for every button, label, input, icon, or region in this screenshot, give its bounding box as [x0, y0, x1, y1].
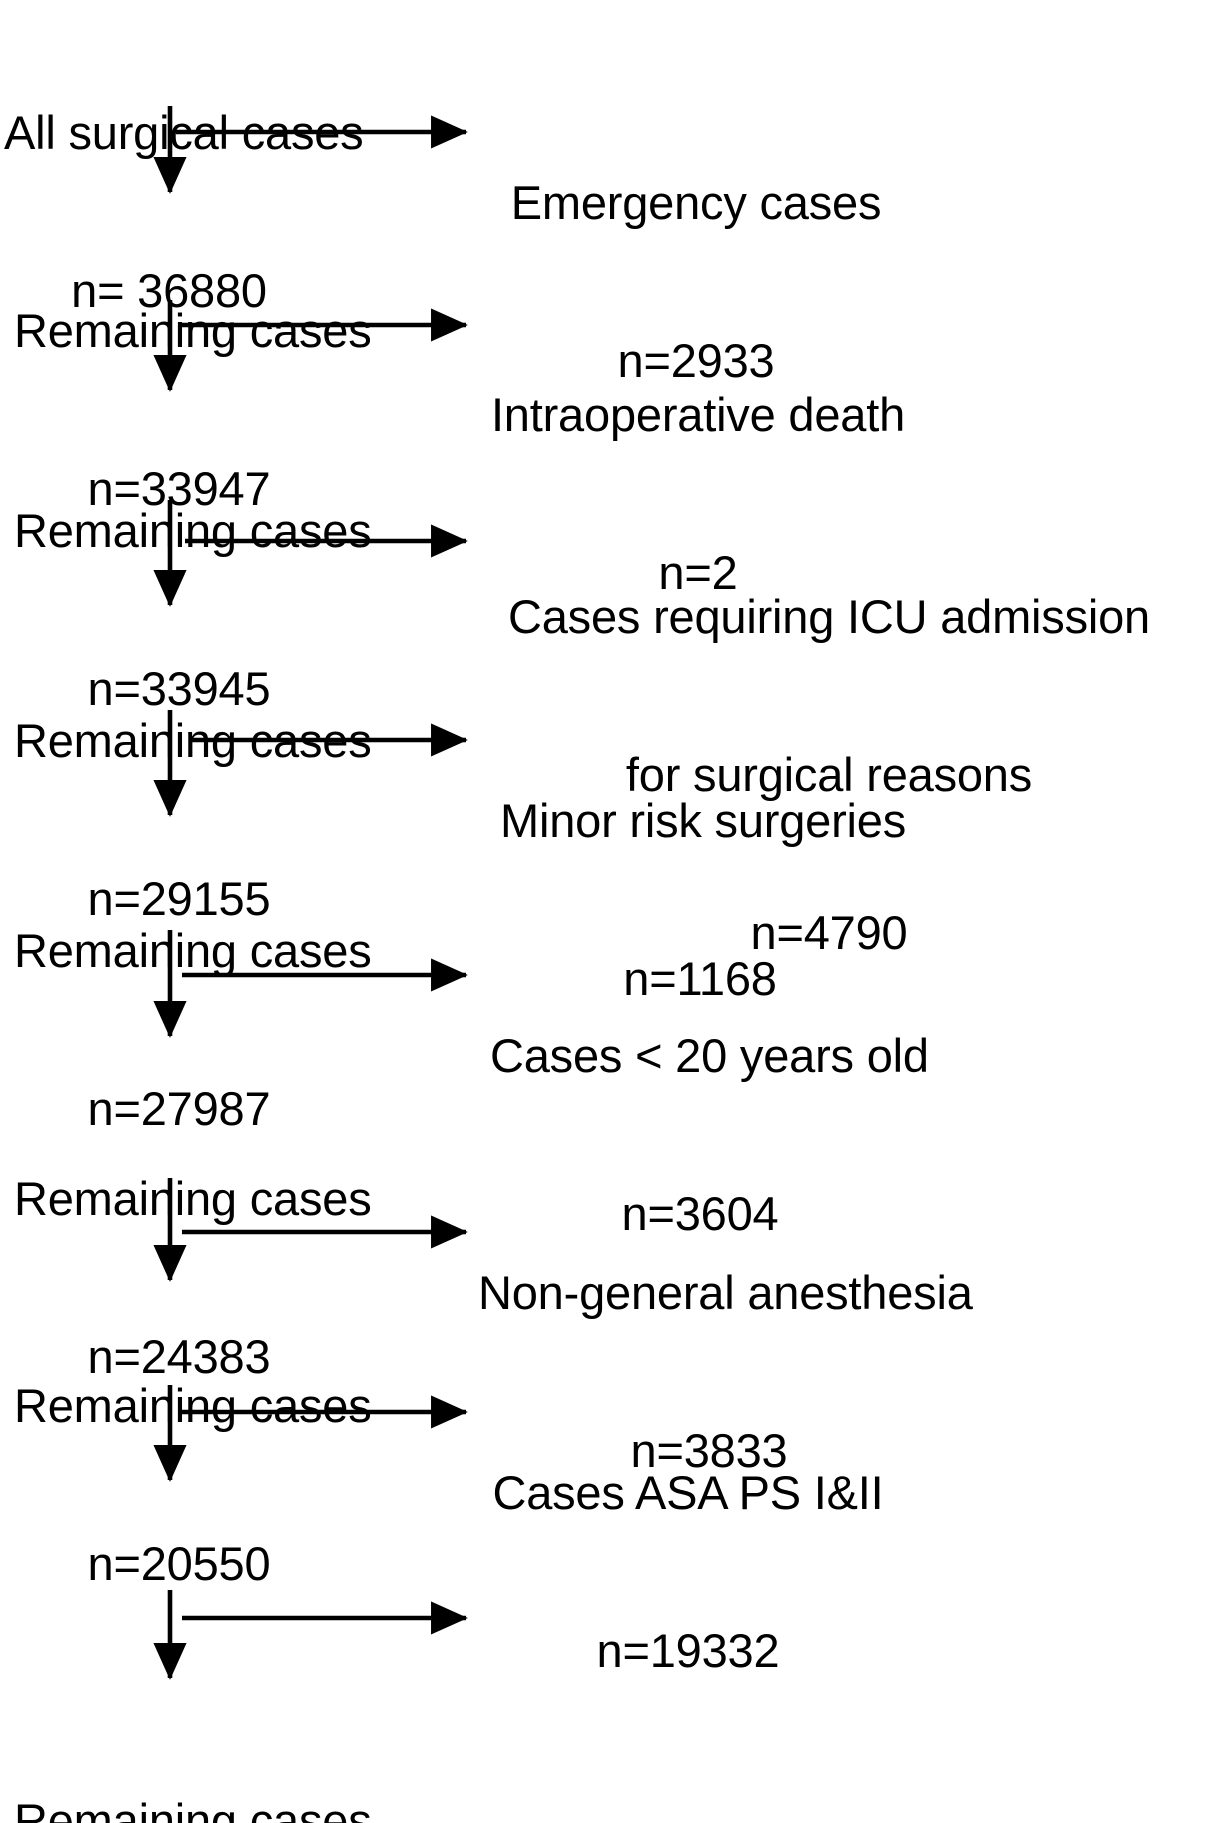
node-count: n= 36880	[71, 264, 267, 318]
exclusion-label: Cases < 20 years old	[490, 1029, 929, 1083]
exclusion-label: Non-general anesthesia	[478, 1266, 973, 1320]
exclusion-count: n=2	[658, 546, 738, 600]
node-remaining-24383: Remaining cases n=24383	[14, 1068, 372, 1489]
exclusion-count: n=1168	[623, 952, 777, 1006]
exclusion-intraoperative-death: Intraoperative death n=2	[478, 284, 918, 705]
exclusion-label: Minor risk surgeries	[500, 794, 907, 848]
node-count: n=24383	[87, 1330, 271, 1384]
exclusion-emergency-cases: Emergency cases n=2933	[486, 72, 906, 493]
exclusion-label-line2: for surgical reasons	[625, 748, 1033, 802]
exclusion-label: Intraoperative death	[490, 388, 906, 442]
exclusion-label: Emergency cases	[510, 176, 882, 230]
node-count: n=20550	[87, 1537, 271, 1591]
node-label: Remaining cases	[14, 1379, 372, 1433]
node-label: Remaining cases	[14, 1172, 372, 1226]
node-count: n=27987	[87, 1082, 271, 1136]
exclusion-count: n=3833	[630, 1424, 788, 1478]
node-remaining-29155: Remaining cases n=29155	[14, 610, 372, 1031]
node-remaining-20550: Remaining cases n=20550	[14, 1275, 372, 1696]
node-count: n=33947	[87, 462, 271, 516]
node-remaining-33947: Remaining cases n=33947	[14, 200, 372, 621]
exclusion-minor-risk-surgeries: Minor risk surgeries n=1168	[500, 690, 907, 1111]
exclusion-count: n=19332	[596, 1624, 780, 1678]
exclusion-label-line1: Cases requiring ICU admission	[507, 590, 1150, 644]
node-count: n=29155	[87, 872, 271, 926]
exclusion-count: n=3604	[621, 1187, 779, 1241]
node-label: Remaining cases	[14, 924, 372, 978]
node-remaining-33945: Remaining cases n=33945	[14, 400, 372, 821]
exclusion-count: n=2933	[617, 334, 775, 388]
node-remaining-27987: Remaining cases n=27987	[14, 820, 372, 1241]
node-label: All surgical cases	[4, 106, 364, 160]
node-all-surgical-cases: All surgical cases n= 36880	[4, 2, 364, 423]
exclusion-non-general-anesthesia: Non-general anesthesia n=3833	[478, 1162, 973, 1583]
node-label: Remaining cases	[14, 504, 372, 558]
exclusion-asa-ps-i-ii: Cases ASA PS I&II n=19332	[478, 1362, 898, 1783]
exclusion-label: Cases ASA PS I&II	[492, 1466, 884, 1520]
exclusion-under-20-years: Cases < 20 years old n=3604	[490, 925, 929, 1346]
node-label: Remaining cases	[14, 1794, 372, 1823]
node-label: Remaining cases	[14, 304, 372, 358]
exclusion-count: n=4790	[750, 906, 908, 959]
node-label: Remaining cases	[14, 714, 372, 768]
exclusion-icu-admission: Cases requiring ICU admission for surgic…	[455, 486, 1203, 1065]
node-count: n=33945	[87, 662, 271, 716]
node-remaining-1218: Remaining cases n=1218	[14, 1690, 372, 1823]
